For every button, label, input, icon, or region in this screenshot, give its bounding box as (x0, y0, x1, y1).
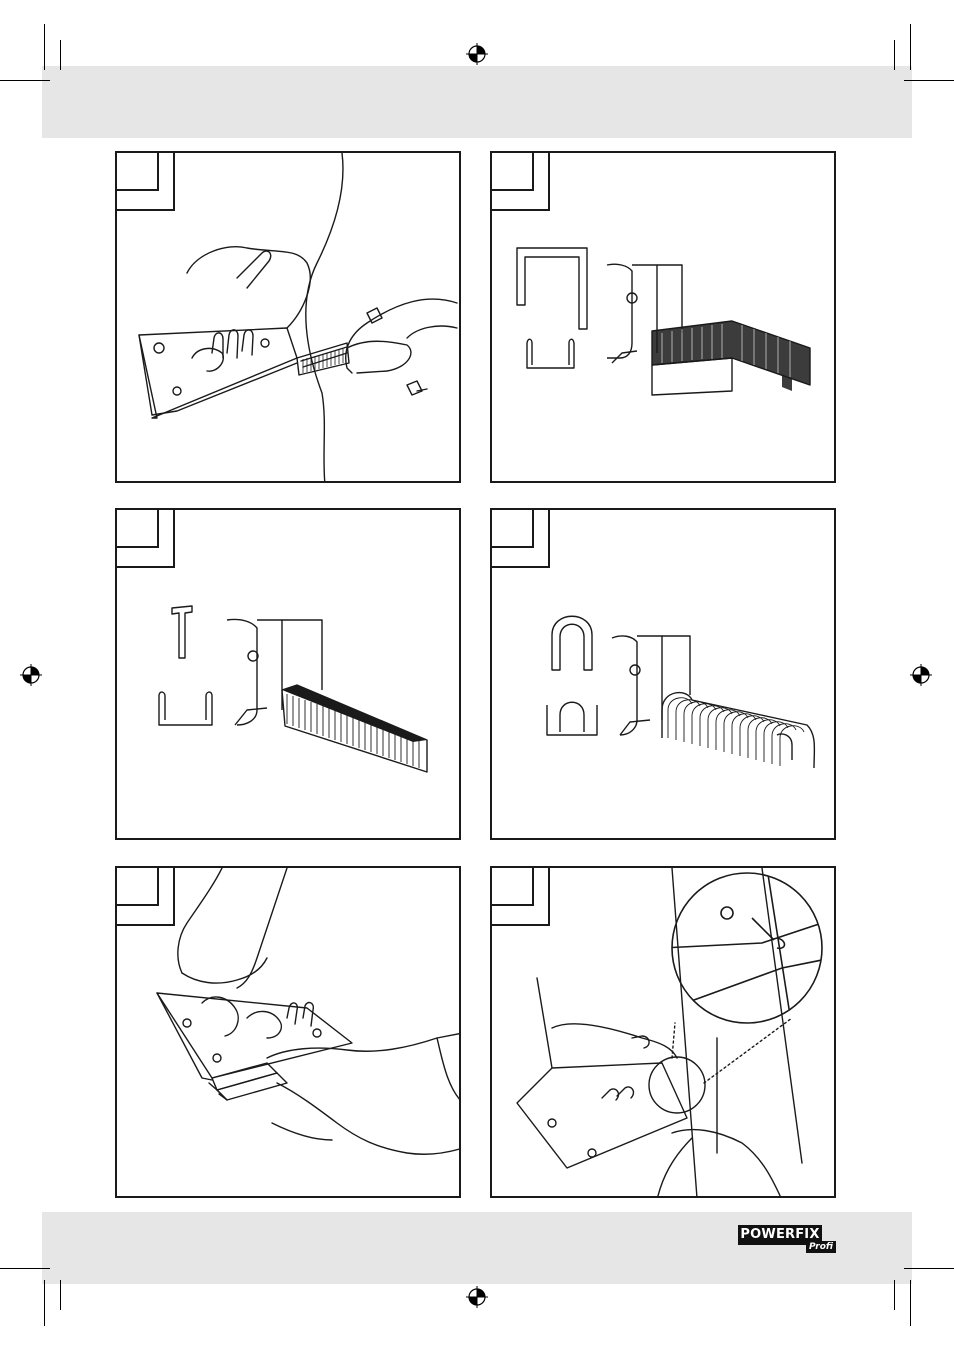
panel-6 (490, 866, 836, 1198)
crop-mark (904, 80, 954, 81)
flat-staple-magazine-illustration (516, 247, 811, 396)
crop-mark (894, 40, 895, 70)
registration-mark-icon (20, 664, 42, 686)
brad-nail-magazine-illustration (158, 605, 428, 773)
crop-mark (910, 1280, 911, 1326)
step-number-box (492, 510, 550, 568)
panel-3 (115, 508, 461, 840)
registration-mark-icon (466, 43, 488, 65)
crop-mark (910, 24, 911, 70)
crop-mark (904, 1268, 954, 1269)
registration-mark-icon (910, 664, 932, 686)
crop-mark (0, 1268, 50, 1269)
brand-logo: POWERFIX Profi (738, 1225, 838, 1255)
panel-4 (490, 508, 836, 840)
step-number-box (117, 510, 175, 568)
crop-mark (44, 1280, 45, 1326)
step-number-box (492, 868, 550, 926)
hand-loading-staples-illustration (138, 153, 458, 481)
step-number-box (117, 868, 175, 926)
brand-logo-text: POWERFIX (738, 1225, 822, 1245)
crop-mark (60, 40, 61, 70)
crop-mark (894, 1280, 895, 1310)
registration-mark-icon (466, 1286, 488, 1308)
panel-1 (115, 151, 461, 483)
crop-mark (60, 1280, 61, 1310)
panel-2 (490, 151, 836, 483)
step-number-box (492, 153, 550, 211)
panel-5 (115, 866, 461, 1198)
hand-removing-magazine-illustration (156, 868, 459, 1155)
brand-logo-subtext: Profi (805, 1241, 836, 1253)
header-band (42, 66, 912, 138)
footer-band (42, 1212, 912, 1284)
crop-mark (44, 24, 45, 70)
depth-adjustment-zoom-illustration (516, 868, 823, 1196)
step-number-box (117, 153, 175, 211)
round-staple-magazine-illustration (546, 615, 816, 769)
crop-mark (0, 80, 50, 81)
